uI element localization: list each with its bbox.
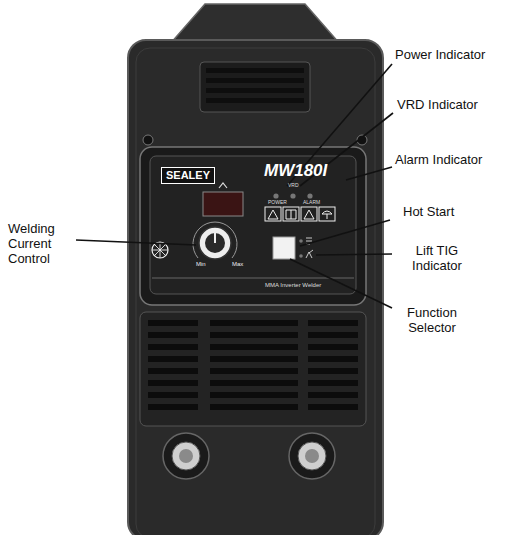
leader-line <box>316 254 392 255</box>
vrd-led <box>290 193 295 198</box>
function-button <box>273 237 295 259</box>
callout-label: Lift TIG Indicator <box>397 244 477 274</box>
callout-label: Welding Current Control <box>8 222 78 267</box>
warning-icons <box>265 207 335 221</box>
leader-line <box>346 167 392 180</box>
callout-label: VRD Indicator <box>397 98 509 113</box>
alarm-led <box>307 193 312 198</box>
control-panel <box>140 147 366 305</box>
leader-line <box>76 240 196 245</box>
panel-caption: MMA Inverter Welder <box>265 282 321 289</box>
handle <box>170 4 340 44</box>
leader-line <box>300 220 390 246</box>
scale-label: Max <box>232 261 243 268</box>
housing <box>128 40 383 535</box>
callout-label: Function Selector <box>396 306 468 336</box>
current-knob <box>199 227 231 259</box>
model-name: MW180I <box>264 161 327 181</box>
power-led <box>273 193 278 198</box>
indicator-label: ALARM <box>303 200 320 206</box>
display <box>203 192 243 216</box>
indicator-label: VRD <box>288 183 299 189</box>
callout-label: Power Indicator <box>395 48 510 63</box>
brand-logo: SEALEY <box>161 167 215 184</box>
output-terminals <box>163 433 335 479</box>
top-grille <box>200 62 310 112</box>
callout-label: Alarm Indicator <box>395 153 510 168</box>
scale-label: Min <box>196 261 206 268</box>
vent-grille <box>140 312 366 426</box>
indicator-label: POWER <box>268 200 287 206</box>
callout-label: Hot Start <box>403 205 503 220</box>
